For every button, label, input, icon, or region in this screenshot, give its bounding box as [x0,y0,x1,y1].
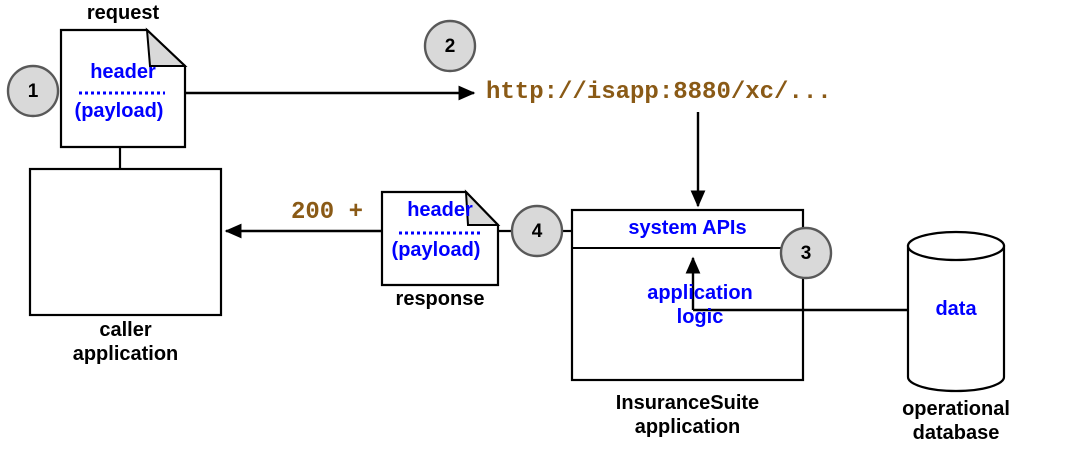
caller-application-box [28,167,223,317]
caller-application-caption-line2: application [72,342,179,365]
step-badge-1-number: 1 [27,81,39,102]
caller-application-caption: caller application [30,319,221,366]
step-badge-4-number: 4 [531,221,543,242]
insurancesuite-application-caption-line2: application [634,415,741,438]
step-badge-1-circle[interactable] [6,64,60,118]
request-document-fold-icon [145,27,188,67]
step-badge-2-circle[interactable] [423,19,477,73]
application-logic-label: application logic [620,282,780,329]
system-apis-label: system APIs [628,217,747,239]
insurancesuite-application-caption: InsuranceSuite application [572,392,803,439]
step-badge-3-number: 3 [800,243,812,264]
response-document-fold-icon [464,189,501,226]
operational-database-cylinder-top [906,230,1006,262]
database-data-label: data [935,298,977,320]
step-badge-2-number: 2 [444,36,456,57]
operational-database-caption-line1: operational [902,398,1010,420]
step-badge-4-circle[interactable] [510,204,564,258]
request-document-caption: request [86,2,160,24]
insurancesuite-application-box [570,208,805,382]
operational-database-caption: operational database [896,398,1016,445]
response-document-payload-label: (payload) [391,239,481,261]
operational-database-caption-line2: database [912,421,1000,444]
application-logic-label-line2: logic [676,305,724,328]
caller-application-caption-line1: caller [99,319,152,341]
request-url-text: http://isapp:8880/xc/... [486,79,832,106]
response-document-header-label: header [407,199,473,221]
response-status-text: 200 + [291,199,364,226]
response-document-caption: response [395,288,485,310]
application-logic-label-line1: application [647,282,753,304]
request-document-header-label: header [90,61,156,83]
step-badge-3-circle[interactable] [779,226,833,280]
insurancesuite-application-caption-line1: InsuranceSuite [615,392,760,414]
request-document-payload-label: (payload) [74,100,164,122]
operational-database-cylinder-body [906,244,1006,393]
